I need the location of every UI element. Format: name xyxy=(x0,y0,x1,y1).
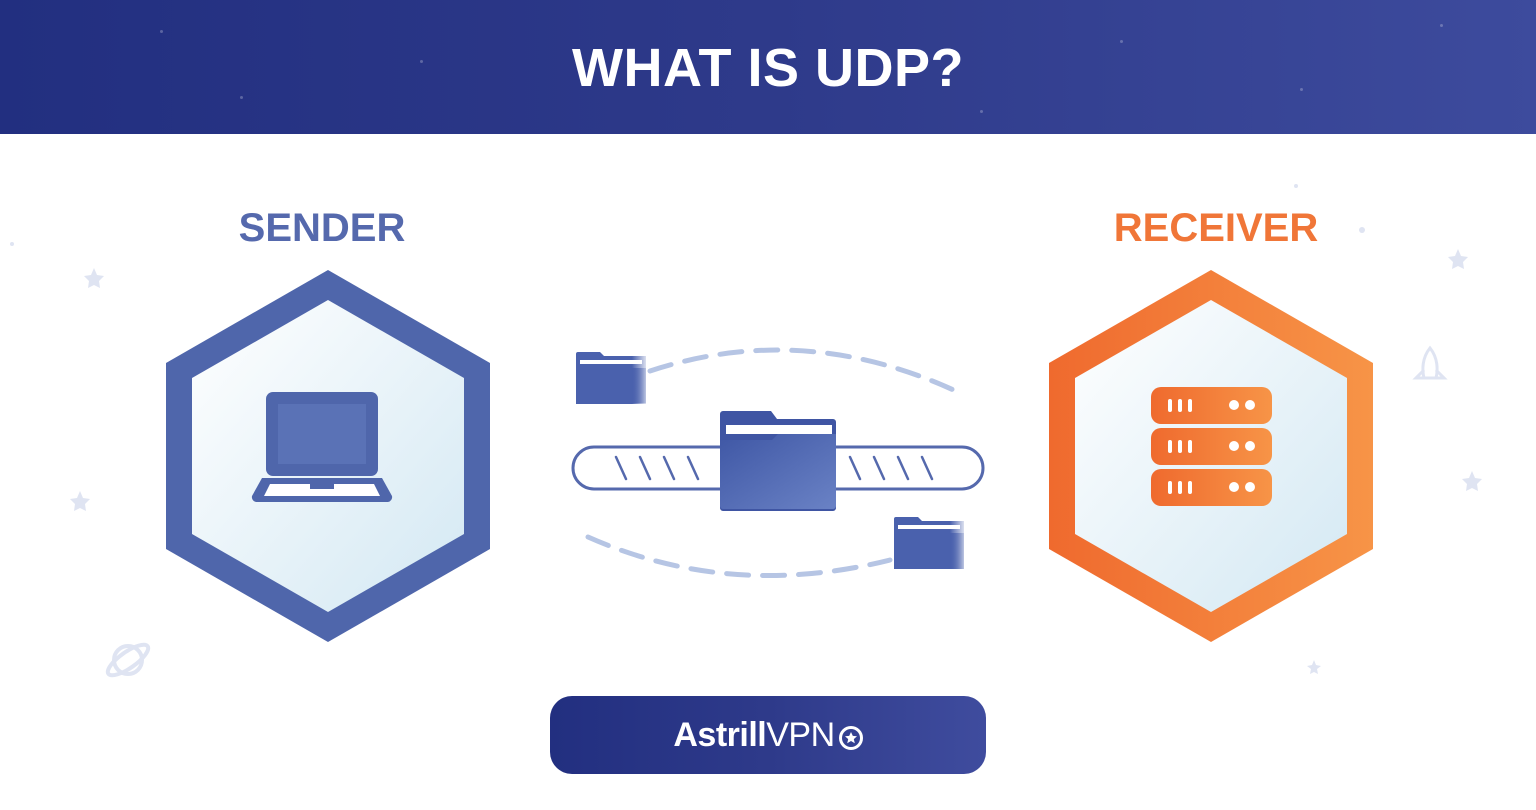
brand-logo-badge: AstrillVPN xyxy=(550,696,986,774)
receiver-label: RECEIVER xyxy=(1113,206,1319,250)
brand-logo: AstrillVPN xyxy=(673,715,835,754)
server-icon xyxy=(1151,387,1272,506)
udp-diagram xyxy=(10,184,1482,678)
sender-label: SENDER xyxy=(238,206,406,250)
page-title: WHAT IS UDP? xyxy=(572,38,964,98)
star-circle-icon xyxy=(838,726,863,750)
laptop-icon xyxy=(251,392,393,502)
lower-dashed-arc xyxy=(585,534,893,579)
folder-icon xyxy=(720,411,836,511)
upper-dashed-arc xyxy=(647,347,963,396)
rocket-icon xyxy=(1412,345,1448,380)
header-banner: WHAT IS UDP? xyxy=(0,0,1536,134)
lower-folder-icon xyxy=(894,517,964,569)
decorative-stars xyxy=(10,184,1482,674)
planet-icon xyxy=(105,642,151,678)
upper-folder-icon xyxy=(576,352,646,404)
